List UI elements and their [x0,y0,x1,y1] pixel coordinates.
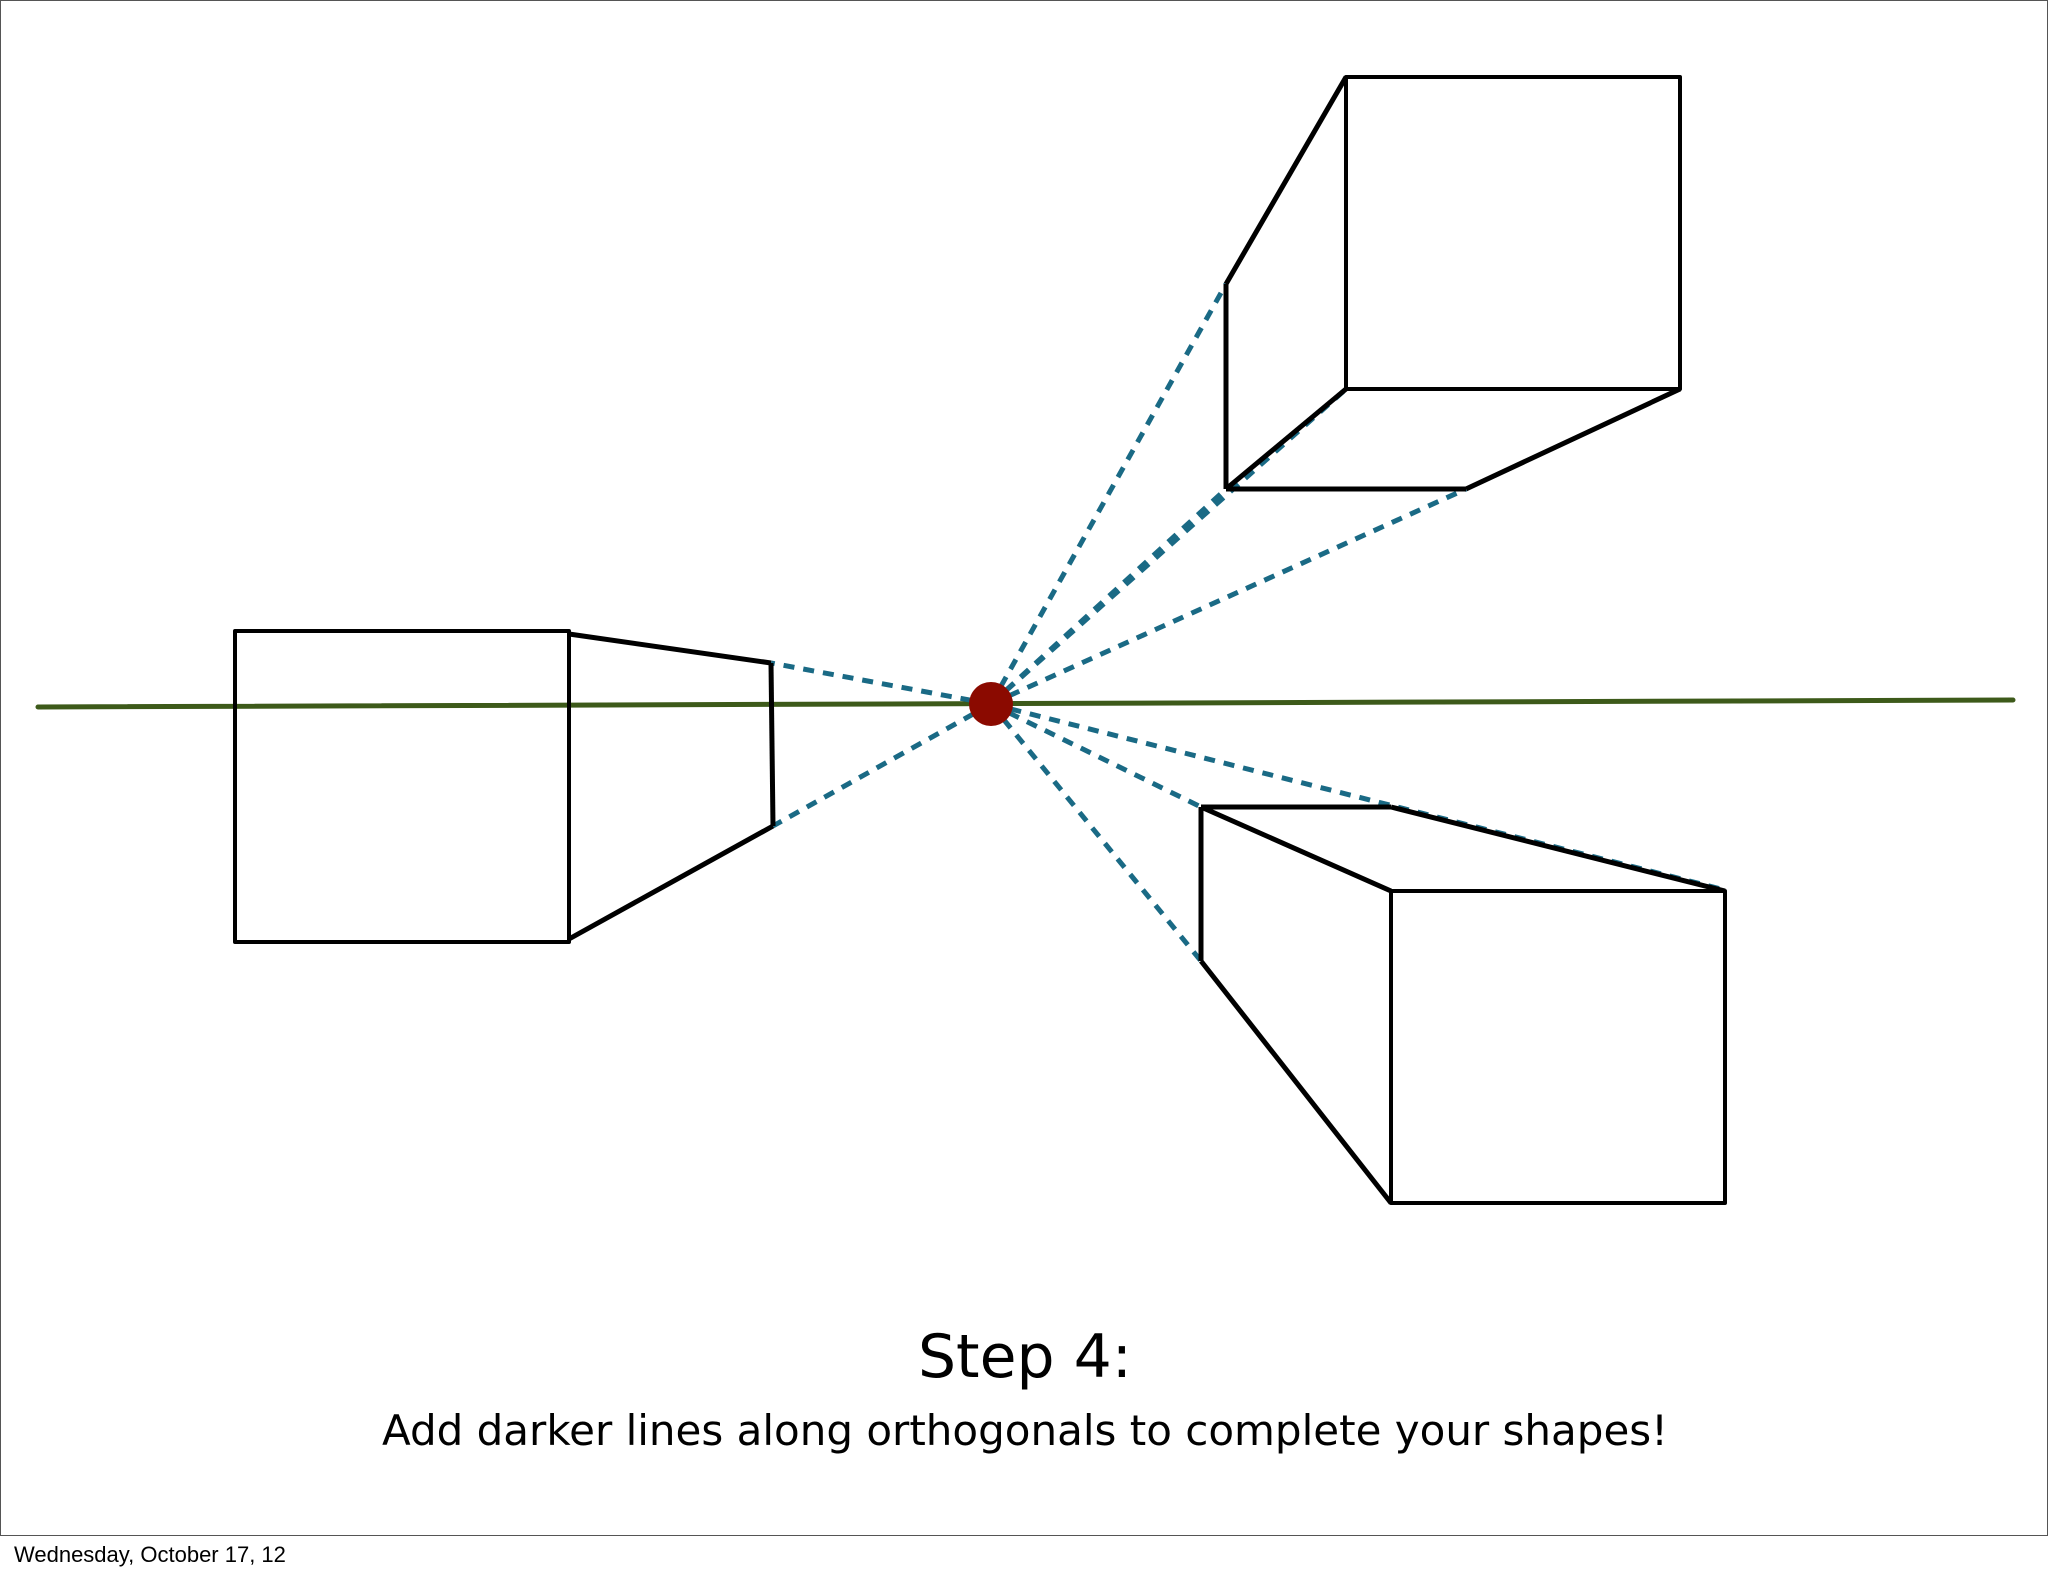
horizon-line [35,697,2016,710]
box-edge [567,823,775,942]
vanishing-point [969,682,1013,726]
orthogonal-line [988,282,1229,706]
orthogonal-line [771,701,993,829]
perspective-diagram [35,75,2016,1205]
box-edge [1464,386,1682,492]
box-edge [1224,387,1348,491]
box-front-face [233,629,571,944]
footer-date: Wednesday, October 17, 12 [14,1542,286,1567]
slide: Step 4: Add darker lines along orthogona… [0,0,2048,1536]
orthogonal-line [770,660,992,707]
slide-title: Step 4: [917,1322,1133,1392]
box-top-right [1223,75,1682,492]
slide-subtitle: Add darker lines along orthogonals to co… [381,1406,1669,1455]
box-edge [1199,959,1393,1205]
orthogonal-line [989,487,1228,706]
orthogonal-line [989,486,1468,707]
box-front-face [1389,889,1727,1205]
box-edge [1390,804,1726,894]
orthogonal-line [989,702,1203,963]
box-edge [568,631,772,666]
box-bottom-right [1198,804,1727,1205]
box-front-face [1344,75,1682,391]
orthogonal-lines [770,282,1722,963]
orthogonal-line [989,701,1203,810]
box-edge [768,662,776,827]
box-left [233,629,776,944]
box-edge [1199,804,1393,894]
box-edge [1223,75,1349,286]
